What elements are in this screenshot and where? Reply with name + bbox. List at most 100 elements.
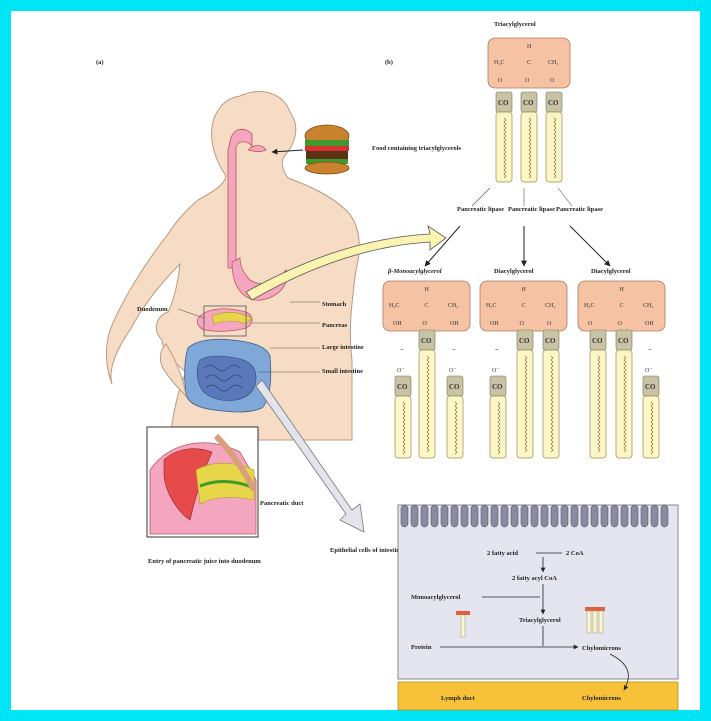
di1-glycerol-c: C — [522, 303, 526, 309]
mono-glycerol: HH₂CCCH₂OHOOH — [383, 281, 470, 331]
microvillus-4 — [441, 505, 448, 527]
stomach-label: Stomach — [322, 301, 347, 308]
microvillus-17 — [571, 505, 578, 527]
mono-free-ester-0-label: CO — [397, 383, 408, 391]
lipase-label-2: Pancreatic lipase — [508, 206, 555, 213]
top-glycerol-o2: O — [550, 78, 555, 84]
microvillus-11 — [511, 505, 518, 527]
di2-glycerol-c: C — [620, 303, 624, 309]
mono-free-tube-0 — [395, 396, 411, 458]
di1-ester-1: CO — [543, 330, 559, 350]
top-tube-0 — [496, 112, 512, 182]
microvillus-10 — [501, 505, 508, 527]
di1-glycerol-h: H — [522, 287, 527, 293]
mono-tube-center — [419, 350, 435, 458]
microvillus-8 — [481, 505, 488, 527]
microvillus-22 — [621, 505, 628, 527]
di1-ester-0: CO — [517, 330, 533, 350]
top-glycerol-o0: O — [498, 78, 503, 84]
microvillus-23 — [631, 505, 638, 527]
microvillus-3 — [431, 505, 438, 527]
microvillus-15 — [551, 505, 558, 527]
di1-ester-1-label: CO — [545, 337, 556, 345]
monoacylglycerol-title: β-Monoacylglycerol — [387, 268, 442, 275]
microvillus-12 — [521, 505, 528, 527]
top-ester-0-label: CO — [498, 99, 509, 107]
large-intestine-label: Large intestine — [322, 344, 364, 351]
top-tube-2-body — [546, 112, 562, 182]
mono-free-ester-0: CO — [395, 376, 411, 396]
microvillus-19 — [591, 505, 598, 527]
microvillus-20 — [601, 505, 608, 527]
di2-minus: − — [648, 346, 652, 354]
triacyl-icon — [585, 607, 605, 633]
intestinal-cell-panel — [398, 505, 678, 710]
chylomicrons-label: Chylomicrons — [582, 645, 621, 652]
top-glycerol-ch2: CH₂ — [548, 60, 558, 66]
mono-glycerol-o1: O — [423, 321, 428, 327]
di1-glycerol-o2: O — [547, 321, 552, 327]
mono-glycerol-o2: OH — [450, 321, 459, 327]
microvillus-9 — [491, 505, 498, 527]
pancreatic-duct-label: Pancreatic duct — [260, 500, 304, 507]
di2-free-ester-label: CO — [645, 383, 656, 391]
di2-tube-0 — [590, 350, 606, 458]
di1-free-ester: CO — [490, 376, 506, 396]
food-label: Food containing triacylglycerols — [372, 145, 462, 152]
di1-glycerol-o0: OH — [490, 321, 499, 327]
microvillus-18 — [581, 505, 588, 527]
microvillus-24 — [641, 505, 648, 527]
chylomicrons-bottom-label: Chylomicrons — [582, 695, 621, 702]
top-glycerol-h: H — [527, 44, 532, 50]
top-tube-1 — [521, 112, 537, 182]
top-glycerol-o1: O — [525, 78, 530, 84]
lymph-duct-label: Lymph duct — [441, 695, 476, 702]
diacylglycerol-title-1: Diacylglycerol — [494, 268, 534, 275]
mono-free-tube-1 — [447, 396, 463, 458]
mono-glycerol-h: H — [425, 287, 430, 293]
duodenum-inset — [147, 427, 258, 537]
small-intestine-label: Small intestine — [322, 368, 363, 375]
di1-free-ester-label: CO — [492, 383, 503, 391]
mono-ester: CO — [419, 330, 435, 350]
mono-ominus-1: O⁻ — [449, 368, 457, 374]
microvillus-7 — [471, 505, 478, 527]
mono-free-tube-1-body — [447, 396, 463, 458]
monoacylglycerol-cell-label: Monoacylglycerol — [411, 594, 461, 601]
top-ester-1: CO — [521, 92, 537, 112]
coa-label: 2 CoA — [566, 550, 584, 557]
di2-glycerol-ch2: CH₂ — [643, 303, 653, 309]
top-ester-0: CO — [496, 92, 512, 112]
di1-minus: − — [495, 346, 499, 354]
mono-glycerol-o0: OH — [393, 321, 402, 327]
mono-free-ester-1-label: CO — [449, 383, 460, 391]
mono-glycerol-h2c: H₂C — [389, 303, 399, 309]
pancreas-label: Pancreas — [322, 322, 348, 329]
microvillus-21 — [611, 505, 618, 527]
di1-ominus: O⁻ — [492, 368, 500, 374]
di2-ester-0: CO — [590, 330, 606, 350]
di2-glycerol-h2c: H₂C — [584, 303, 594, 309]
mono-ominus-0: O⁻ — [397, 368, 405, 374]
lipase-leader-1 — [472, 188, 490, 206]
panel-b-label: (b) — [385, 59, 393, 66]
di2-free-tube-body — [643, 396, 659, 458]
diacylglycerol-title-2: Diacylglycerol — [591, 268, 631, 275]
lipase-leader-3 — [558, 188, 572, 206]
microvillus-14 — [541, 505, 548, 527]
di1-free-tube-body — [490, 396, 506, 458]
mono-glycerol-ch2: CH₂ — [448, 303, 458, 309]
top-glycerol-h2c: H₂C — [494, 60, 504, 66]
di1-tube-1 — [543, 350, 559, 458]
mono-free-ester-1: CO — [447, 376, 463, 396]
panel-a-label: (a) — [96, 59, 104, 66]
top-ester-1-label: CO — [523, 99, 534, 107]
microvillus-16 — [561, 505, 568, 527]
di2-glycerol-h: H — [620, 287, 625, 293]
di2-glycerol-o0: O — [588, 321, 593, 327]
mono-minus-0: − — [400, 346, 404, 354]
di2-glycerol-o1: O — [618, 321, 623, 327]
di1-free-tube — [490, 396, 506, 458]
